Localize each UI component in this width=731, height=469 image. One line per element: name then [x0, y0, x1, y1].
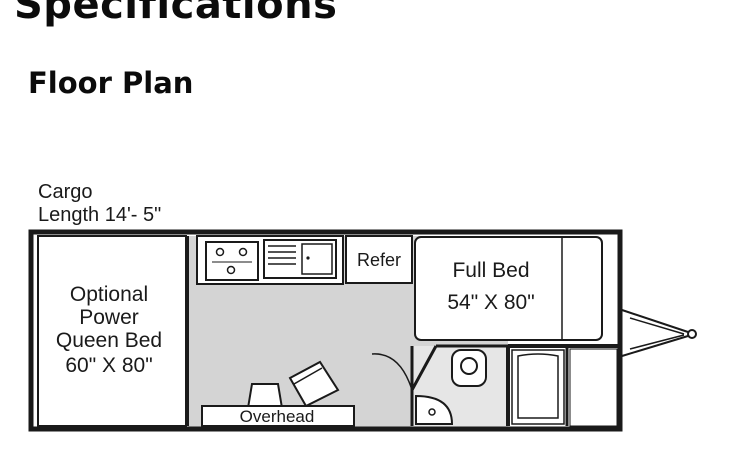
bath-sink-icon	[415, 394, 454, 425]
queen-bed-label-3: Queen Bed	[56, 329, 162, 352]
queen-bed-label-1: Optional	[70, 283, 148, 306]
toilet-icon	[451, 349, 487, 387]
full-bed	[414, 236, 603, 341]
refer-label: Refer	[357, 250, 401, 270]
queen-bed-size: 60" X 80"	[65, 354, 152, 377]
shower-icon	[511, 349, 565, 425]
front-storage	[569, 348, 618, 427]
full-bed-size: 54" X 80"	[447, 291, 534, 314]
chair-icon	[288, 360, 340, 408]
cargo-label: Cargo	[38, 181, 92, 203]
cargo-length: Length 14'- 5"	[38, 204, 161, 226]
page-heading: Specifications	[14, 0, 338, 28]
sink-icon	[263, 239, 337, 279]
chair-icon	[246, 383, 284, 409]
bath-door-icon	[371, 345, 438, 391]
refrigerator	[345, 235, 413, 284]
queen-bed-area	[37, 235, 187, 427]
stove-icon	[205, 241, 259, 281]
queen-bed-label-2: Power	[79, 306, 139, 329]
exterior-wall	[28, 229, 623, 432]
overhead-cabinet	[201, 405, 355, 427]
full-bed-label: Full Bed	[452, 259, 529, 282]
floor-plan-title: Floor Plan	[28, 66, 194, 100]
overhead-label: Overhead	[240, 407, 315, 426]
trailer-hitch-icon	[621, 309, 697, 357]
